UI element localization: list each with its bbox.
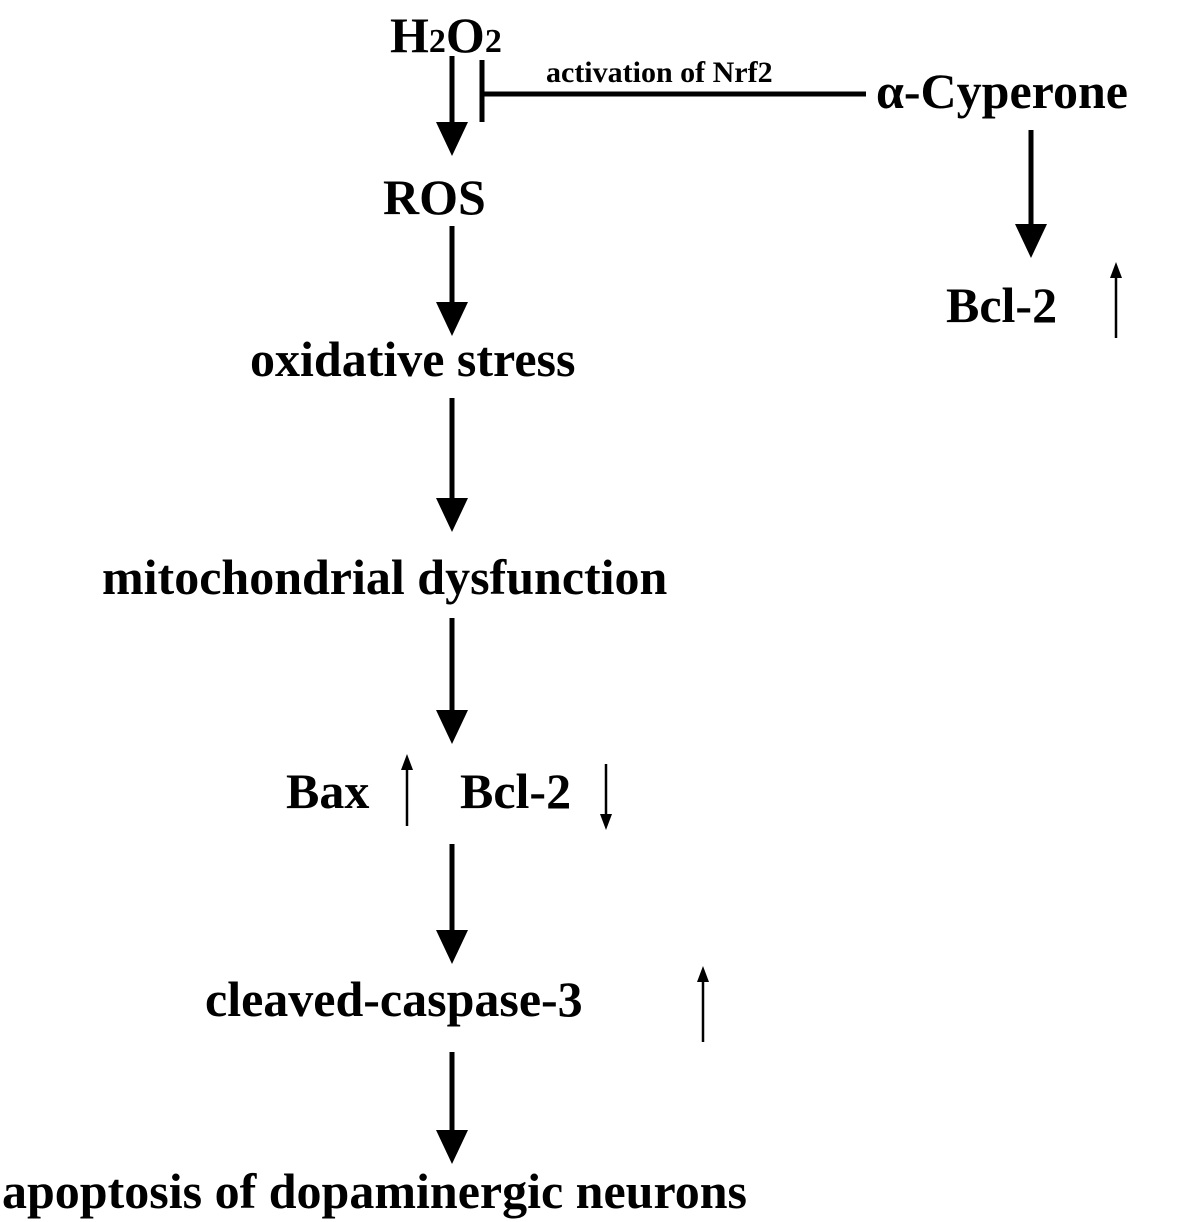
arrow-caspase-to-apoptosis (436, 1052, 468, 1164)
up-arrow-icon (1110, 262, 1122, 338)
caspase-up-arrow-icon (697, 966, 709, 1042)
arrow-bax-to-caspase (436, 844, 468, 964)
bax-up-arrow-icon (401, 754, 413, 826)
h2o2-label: H2O2 (390, 7, 502, 63)
ros-label: ROS (383, 169, 486, 225)
arrow-mito-to-bax (436, 618, 468, 744)
inhibition-label: activation of Nrf2 (546, 56, 773, 89)
arrow-cyperone-to-bcl2 (1015, 130, 1047, 258)
bax-label: Bax (286, 763, 369, 819)
arrow-h2o2-to-ros (436, 56, 468, 156)
oxidative-stress-label: oxidative stress (250, 331, 575, 387)
arrow-ros-to-oxidative-stress (436, 226, 468, 336)
bcl2-down-arrow-icon (600, 764, 612, 830)
mito-dysfunction-label: mitochondrial dysfunction (102, 549, 668, 605)
bcl2-left-label: Bcl-2 (460, 763, 571, 819)
cyperone-label: α-Cyperone (876, 63, 1128, 119)
arrow-oxidative-to-mito (436, 398, 468, 532)
cleaved-caspase-label: cleaved-caspase-3 (205, 971, 583, 1027)
bcl2-right-label: Bcl-2 (946, 277, 1057, 333)
apoptosis-label: apoptosis of dopaminergic neurons (2, 1163, 747, 1219)
